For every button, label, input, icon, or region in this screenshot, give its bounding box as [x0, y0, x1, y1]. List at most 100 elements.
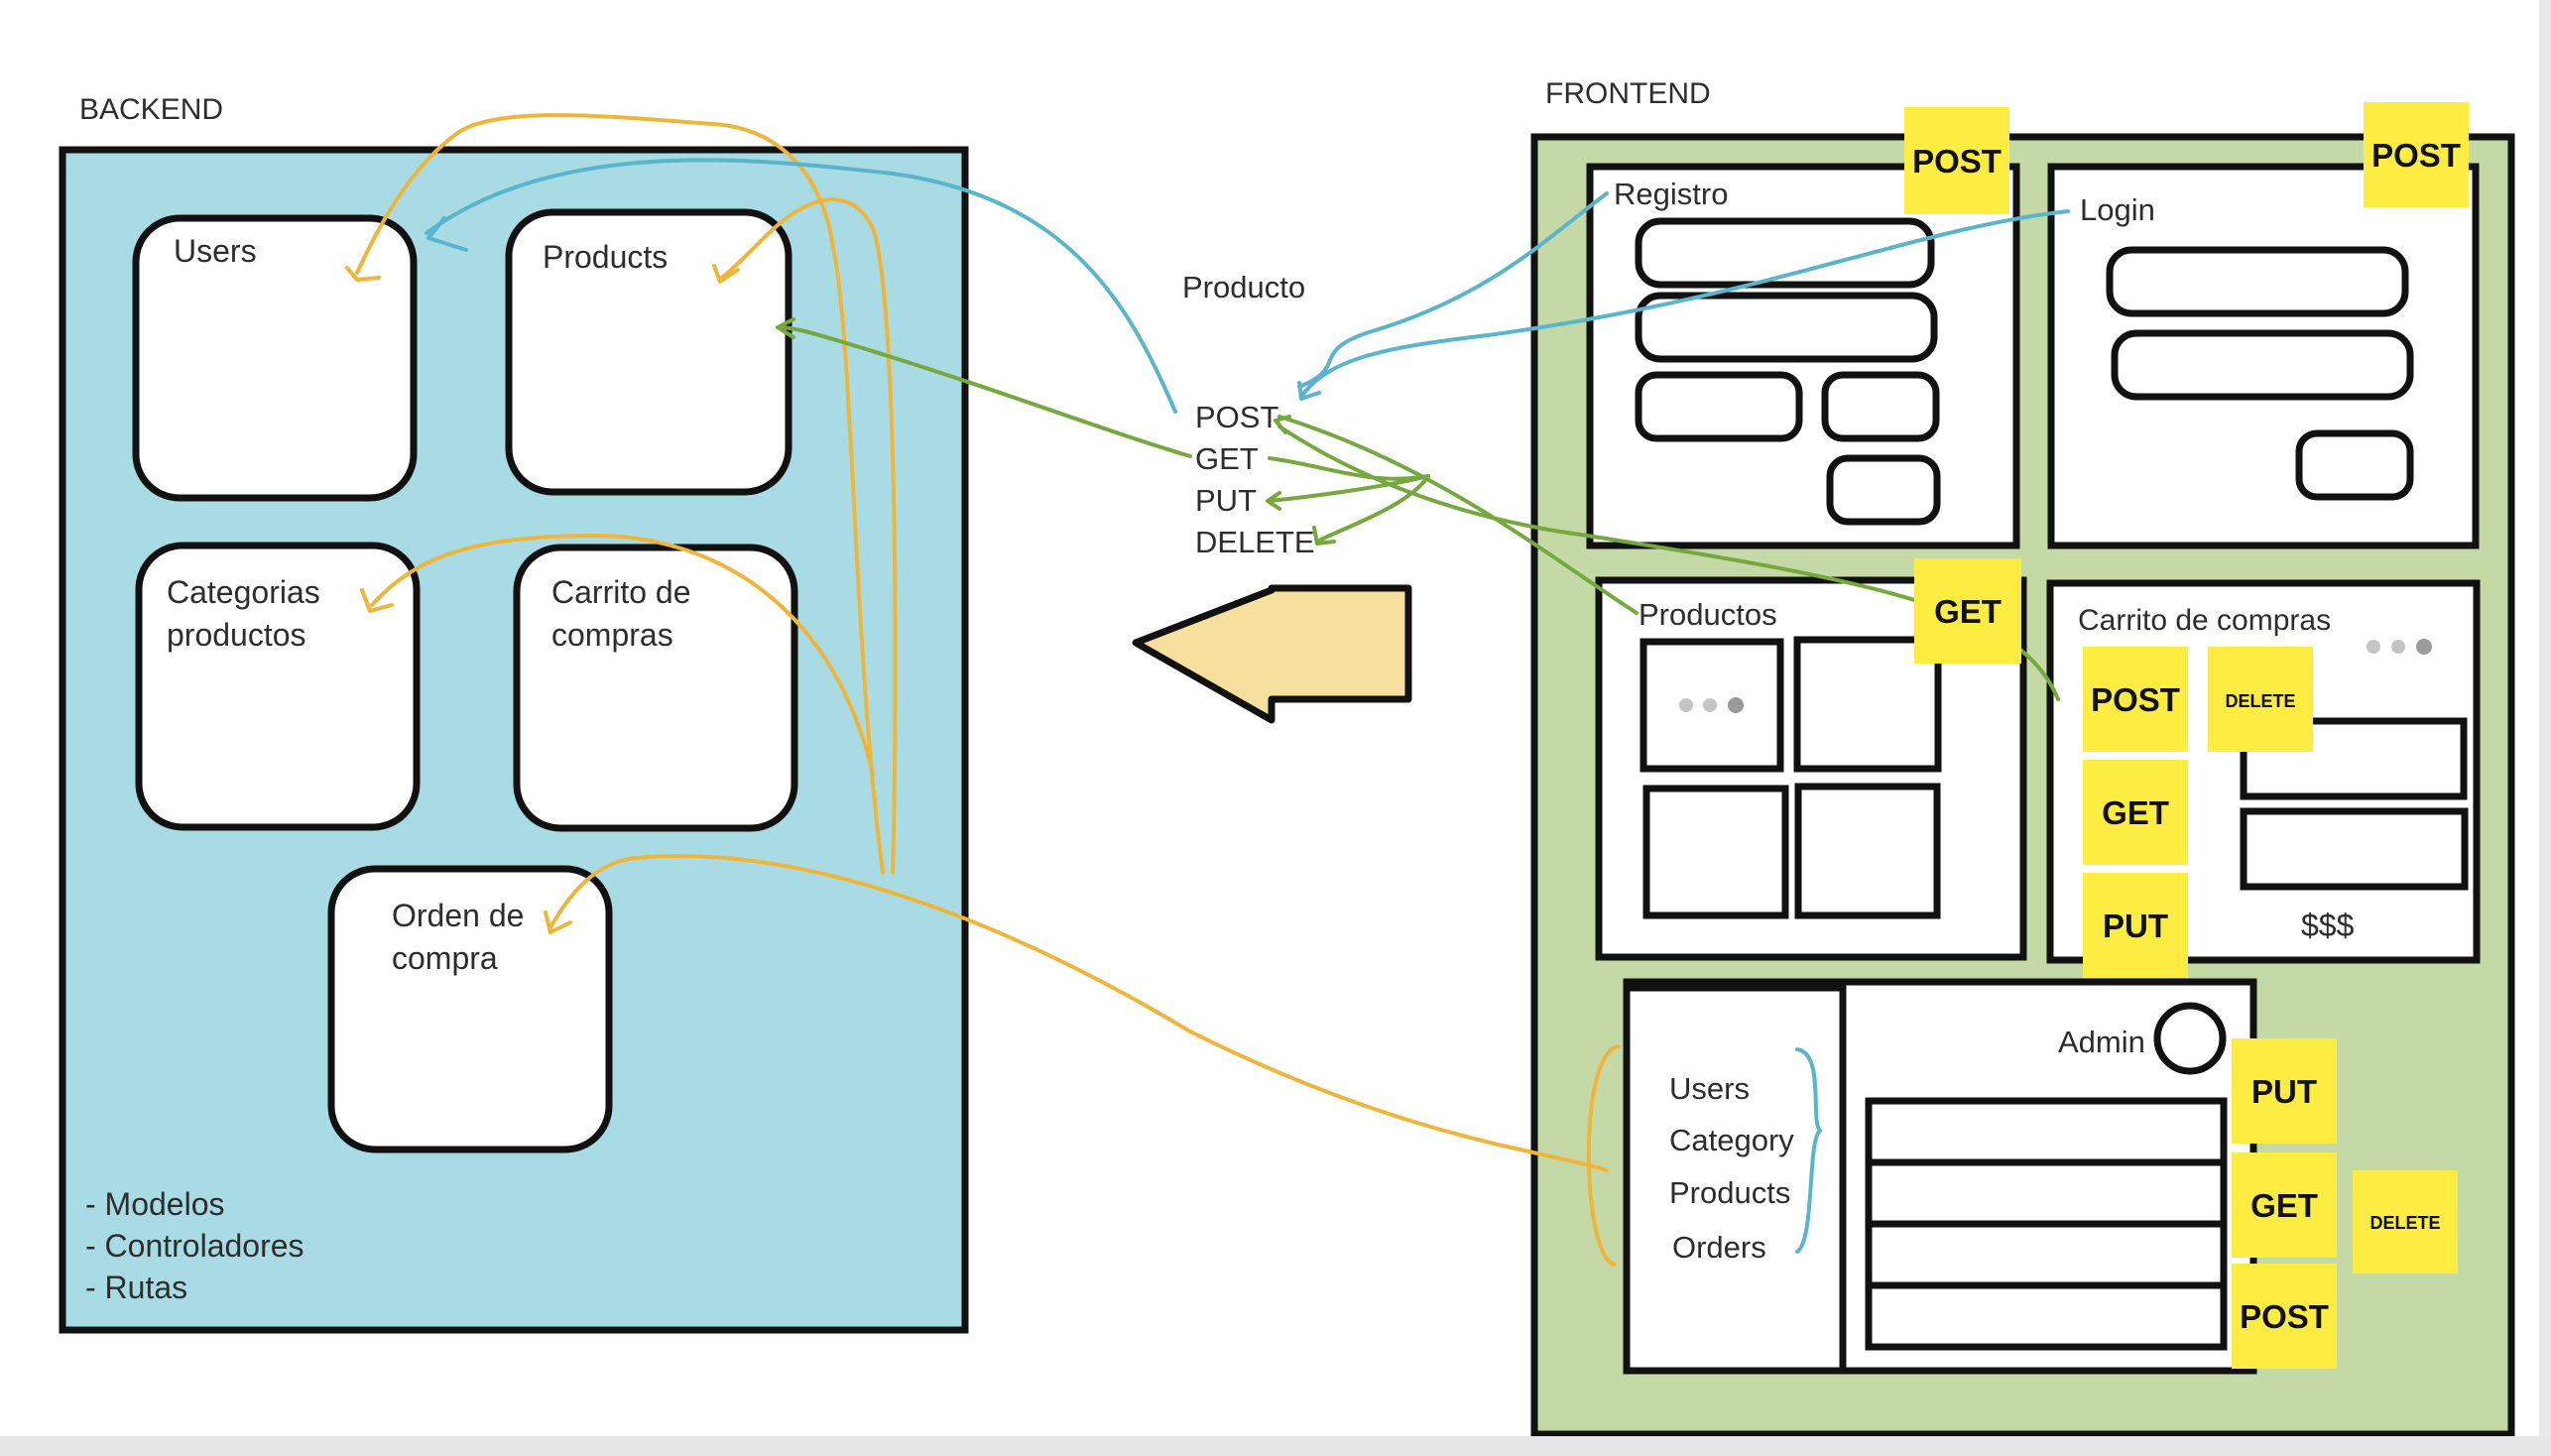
orange-carrito-to-categorias [370, 534, 875, 776]
sticky-admin-get: GET [2232, 1153, 2337, 1258]
sticky-carrito-delete-label: DELETE [2225, 691, 2295, 711]
green-arrowhead-post [1274, 415, 1291, 434]
admin-sidebar [1623, 984, 1847, 1375]
green-get-loop [1268, 456, 1430, 481]
cart-total: $$$ [2301, 908, 2355, 943]
registro-field-2 [1635, 292, 1938, 363]
login-submit-button [2295, 429, 2414, 501]
module-carrito [513, 544, 798, 832]
sticky-carrito-get: GET [2083, 760, 2188, 865]
backend-note-rutas: - Rutas [85, 1270, 187, 1305]
sticky-carrito-put-label: PUT [2103, 908, 2168, 944]
registro-label: Registro [1614, 177, 1728, 211]
green-arrowhead-delete [1312, 526, 1336, 546]
admin-table-row-4 [1865, 1281, 2228, 1351]
sticky-carrito-delete: DELETE [2208, 647, 2313, 752]
window-bottom-edge [0, 1436, 2551, 1456]
module-orden-label-1: Orden de [392, 898, 524, 933]
login-field-1 [2106, 246, 2409, 317]
sticky-admin-delete: DELETE [2353, 1170, 2458, 1274]
module-categorias-label-1: Categorias [167, 574, 320, 610]
admin-table-row-2 [1865, 1158, 2228, 1228]
carrito-dots-icon [2367, 639, 2432, 655]
sticky-productos-get: GET [1914, 558, 2021, 664]
sticky-admin-post-label: POST [2240, 1298, 2329, 1335]
sticky-admin-put-label: PUT [2251, 1073, 2317, 1110]
admin-avatar [2153, 1002, 2227, 1075]
orange-arrowhead-orden [544, 910, 572, 934]
registro-submit-button [1826, 454, 1941, 526]
carrito-label: Carrito de compras [2078, 604, 2331, 637]
orange-arrowhead-products [712, 264, 740, 284]
direction-arrow [1132, 584, 1412, 724]
resource-label: Producto [1182, 270, 1305, 304]
module-users-label: Users [174, 233, 257, 269]
module-categorias [135, 542, 421, 831]
backend-note-controladores: - Controladores [85, 1228, 304, 1264]
module-orden [327, 865, 613, 1153]
blue-admin-brace [1795, 1047, 1822, 1254]
blue-post-to-users [425, 158, 1177, 414]
blue-registro-to-post [1297, 191, 1609, 389]
cart-item-2 [2240, 807, 2469, 891]
admin-menu-category: Category [1669, 1123, 1794, 1157]
loading-dots-icon [1679, 697, 1744, 713]
sticky-admin-delete-label: DELETE [2369, 1213, 2440, 1233]
green-arrowhead-put [1266, 491, 1281, 511]
admin-menu-users: Users [1669, 1071, 1750, 1106]
product-card-4 [1794, 783, 1941, 919]
method-delete: DELETE [1195, 525, 1315, 559]
sticky-admin-put: PUT [2232, 1038, 2337, 1144]
module-orden-label-2: compra [392, 940, 498, 976]
backend-note-modelos: - Modelos [85, 1186, 225, 1222]
blue-arrowhead-users [426, 216, 468, 252]
registro-field-3 [1635, 371, 1803, 442]
sticky-registro-post: POST [1904, 107, 2009, 214]
admin-menu-products: Products [1669, 1175, 1790, 1210]
window-edge [2539, 0, 2551, 1436]
orange-admin-brace [1586, 1044, 1621, 1267]
registro-field-4 [1821, 371, 1940, 442]
login-label: Login [2080, 192, 2155, 227]
sticky-registro-post-label: POST [1912, 143, 2002, 180]
admin-menu-orders: Orders [1672, 1230, 1766, 1265]
admin-table-row-3 [1865, 1220, 2228, 1289]
registro-field-1 [1635, 217, 1935, 289]
sticky-carrito-put: PUT [2083, 873, 2188, 978]
blue-connectors [425, 158, 2070, 1254]
green-get-to-products [777, 325, 1192, 458]
sticky-carrito-post: POST [2083, 647, 2188, 752]
green-to-delete [1317, 474, 1430, 543]
orange-admin-to-orden [548, 854, 1609, 1172]
module-carrito-label-1: Carrito de [551, 574, 691, 610]
module-carrito-label-2: compras [551, 617, 673, 653]
module-users [132, 214, 418, 502]
sticky-admin-get-label: GET [2250, 1187, 2318, 1224]
orange-orden-to-products [717, 197, 898, 875]
orange-arrowhead-users [345, 266, 381, 282]
productos-label: Productos [1639, 597, 1777, 632]
sticky-carrito-get-label: GET [2102, 794, 2169, 831]
admin-table-row-1 [1865, 1097, 2228, 1166]
method-post: POST [1195, 400, 1278, 434]
blue-login-to-post [1299, 209, 2070, 399]
orange-connectors [345, 113, 1621, 1267]
sticky-login-post: POST [2364, 102, 2469, 207]
sticky-productos-get-label: GET [1934, 593, 2002, 630]
module-categorias-label-2: productos [167, 617, 306, 653]
admin-label: Admin [2058, 1025, 2145, 1059]
orange-arrowhead-categorias [360, 588, 394, 613]
sticky-admin-post: POST [2232, 1264, 2337, 1369]
sticky-carrito-post-label: POST [2091, 681, 2180, 718]
backend-title: BACKEND [79, 93, 223, 126]
frontend-title: FRONTEND [1545, 77, 1711, 110]
green-productos-to-post [1277, 415, 1639, 615]
sticky-login-post-label: POST [2371, 137, 2461, 174]
module-products-label: Products [543, 239, 668, 275]
method-get: GET [1195, 441, 1259, 476]
green-arrowhead-products [776, 317, 795, 339]
orange-orden-to-users [355, 113, 885, 875]
product-card-3 [1642, 785, 1789, 919]
